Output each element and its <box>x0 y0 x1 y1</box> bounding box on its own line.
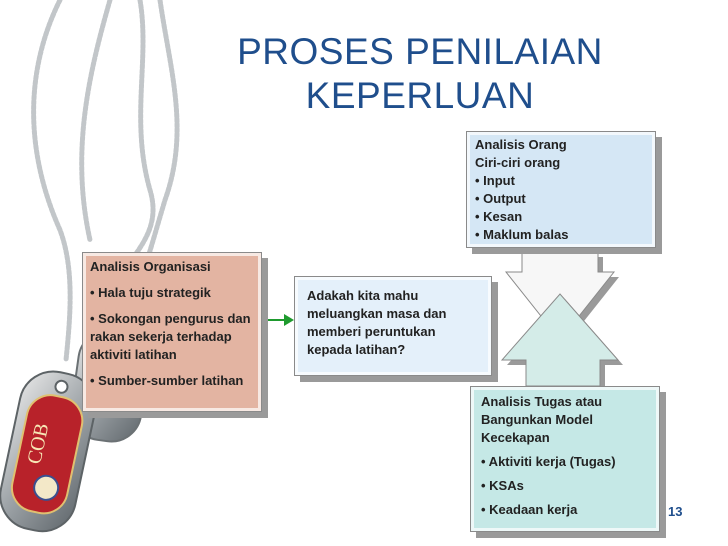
up-arrow <box>502 294 623 391</box>
person-line-2: Ciri-ciri orang <box>475 154 647 172</box>
question-text: Adakah kita mahu meluangkan masa dan mem… <box>307 287 479 359</box>
task-item-2: • KSAs <box>481 477 649 495</box>
question-box: Adakah kita mahu meluangkan masa dan mem… <box>294 276 492 376</box>
organization-analysis-box: Analisis Organisasi • Hala tuju strategi… <box>82 252 262 412</box>
task-item-3: • Keadaan kerja <box>481 501 649 519</box>
person-analysis-box: Analisis Orang Ciri-ciri orang • Input •… <box>466 131 656 248</box>
task-analysis-box: Analisis Tugas atau Bangunkan Model Kece… <box>470 386 660 532</box>
person-line-6: • Maklum balas <box>475 226 647 244</box>
person-line-5: • Kesan <box>475 208 647 226</box>
person-line-1: Analisis Orang <box>475 136 647 154</box>
person-line-3: • Input <box>475 172 647 190</box>
person-line-4: • Output <box>475 190 647 208</box>
organization-item-3: • Sumber-sumber latihan <box>90 372 254 390</box>
organization-heading: Analisis Organisasi <box>90 258 254 276</box>
task-item-1: • Aktiviti kerja (Tugas) <box>481 453 649 471</box>
organization-item-2: • Sokongan pengurus dan rakan sekerja te… <box>90 310 254 364</box>
organization-item-1: • Hala tuju strategik <box>90 284 254 302</box>
connector-arrow <box>262 314 294 326</box>
page-number: 13 <box>668 504 682 519</box>
task-heading: Analisis Tugas atau Bangunkan Model Kece… <box>481 393 649 447</box>
